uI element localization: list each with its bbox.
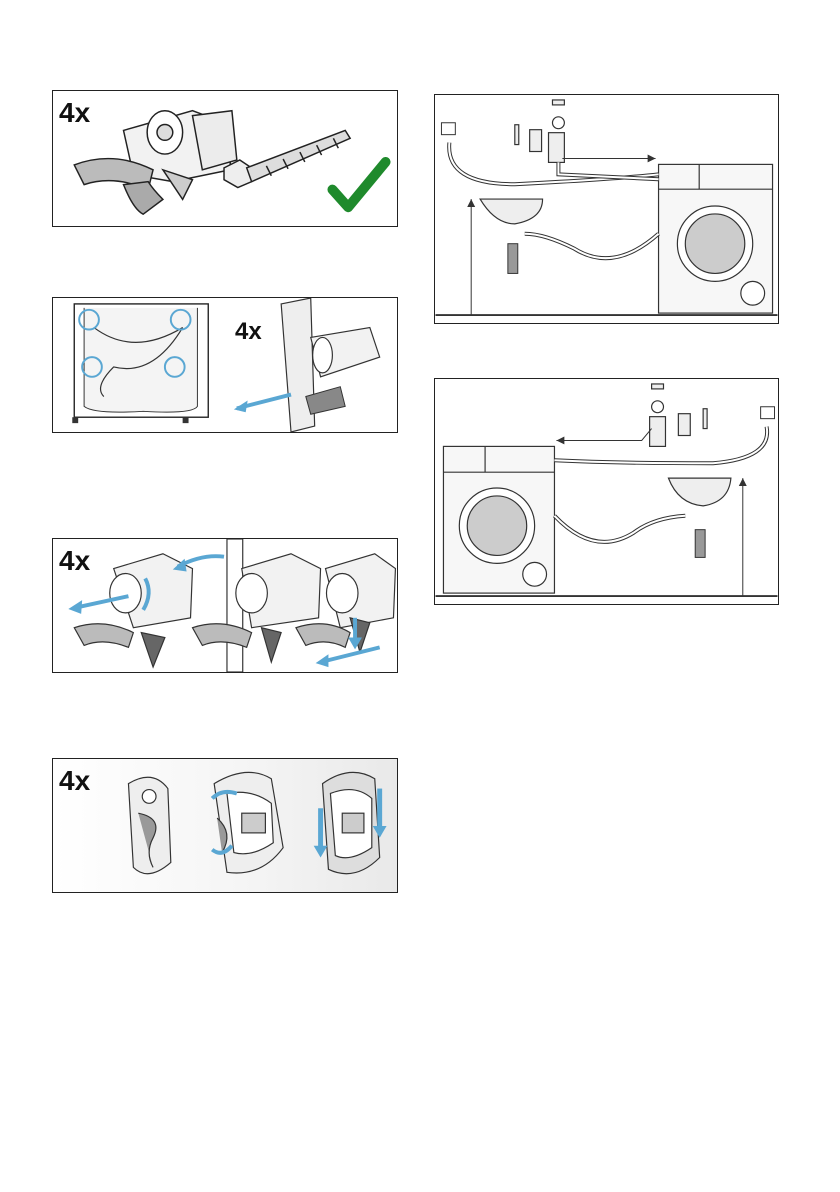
sink-icon (668, 478, 730, 506)
tap-icon (515, 100, 565, 162)
quantity-label: 4x (59, 97, 90, 129)
washing-machine-icon (443, 446, 554, 593)
screw-icon (224, 130, 350, 187)
push-arrow-icon (321, 647, 380, 662)
checkmark-icon (332, 162, 385, 207)
fit-caps-illustration (53, 539, 397, 672)
accessories-panel: 4x (52, 90, 398, 227)
cover-caps-panel: 4x (52, 758, 398, 893)
quantity-label: 4x (59, 545, 90, 577)
installation-diagram-right (434, 94, 779, 324)
accessories-illustration (53, 91, 397, 226)
remove-bolts-panel: 4x (52, 297, 398, 433)
fit-caps-panel: 4x (52, 538, 398, 673)
installation-diagram-left (434, 378, 779, 605)
cover-caps-illustration (53, 759, 397, 892)
quantity-label: 4x (59, 765, 90, 797)
quantity-label: 4x (235, 318, 262, 346)
rear-view-illustration (53, 298, 397, 432)
washing-machine-icon (659, 164, 773, 313)
hose-connection-diagram (435, 95, 778, 323)
socket-icon (761, 407, 775, 419)
sink-icon (480, 199, 542, 224)
tap-icon (650, 384, 707, 446)
hose-connection-diagram (435, 379, 778, 604)
transport-cap-icon (74, 111, 237, 214)
socket-icon (441, 123, 455, 135)
